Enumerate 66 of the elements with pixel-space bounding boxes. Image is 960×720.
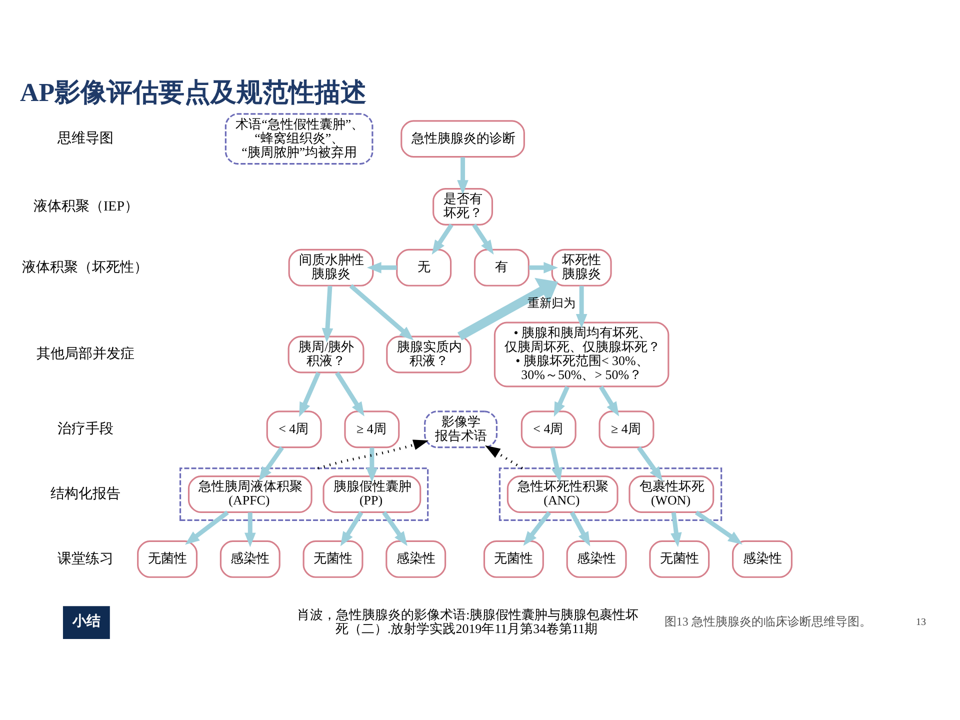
node-box: 感染性: [732, 540, 792, 578]
arrow: [185, 510, 229, 545]
arrow: [570, 511, 590, 546]
arrow: [523, 511, 552, 546]
node-box: 无: [396, 248, 452, 286]
arrow: [472, 224, 494, 255]
label: 治疗手段: [57, 422, 114, 438]
node-box: 无菌性: [302, 540, 364, 578]
arrow: [554, 386, 570, 417]
arrow: [349, 284, 414, 340]
arrow: [382, 511, 408, 546]
label: 其他局部并发症: [36, 347, 135, 362]
arrow: [457, 278, 558, 340]
arrow: [318, 440, 429, 470]
arrow: [457, 157, 468, 194]
node-box: 急性胰腺炎的诊断: [400, 120, 525, 158]
node-box: 无菌性: [137, 540, 198, 578]
arrow: [366, 448, 378, 482]
arrow: [432, 224, 454, 255]
node-box: 感染性: [386, 540, 446, 578]
node-box: 包裹性坏死 (WON): [628, 476, 714, 514]
node-box: 无菌性: [483, 540, 544, 578]
arrow: [636, 446, 663, 482]
arrow: [299, 372, 320, 417]
node-box: 间质水肿性胰腺炎: [288, 248, 374, 286]
node-box: < 4周: [266, 410, 322, 448]
label: 课堂练习: [57, 552, 114, 567]
label: 思维导图: [57, 132, 114, 147]
caption: 图13 急性胰腺炎的临床诊断思维导图。: [664, 614, 872, 629]
arrow: [340, 511, 364, 546]
arrow: [670, 512, 682, 548]
arrow: [528, 262, 558, 274]
label: 液体积聚（坏死性）: [22, 260, 148, 276]
node-box: 坏死性胰腺炎: [551, 248, 612, 286]
node-box: < 4周: [520, 410, 576, 448]
arrow: [322, 286, 334, 342]
arrow: [366, 262, 397, 274]
node-box: 术语“急性假性囊肿”、“蜂窝组织炎”、“胰周脓肿”均被弃用: [224, 113, 374, 165]
node-box: ≥ 4周: [344, 410, 400, 448]
label: 结构化报告: [50, 486, 120, 502]
node-box: 急性胰周液体积聚 (APFC): [188, 476, 312, 514]
node-box: 是否有坏死？: [432, 188, 494, 226]
node-box: 有: [474, 248, 530, 286]
node-box: 无菌性: [649, 540, 710, 578]
arrow: [550, 447, 563, 482]
arrow: [335, 372, 364, 416]
node-box: 感染性: [220, 540, 280, 578]
node-box: 影像学报告术语: [424, 410, 498, 448]
label: 肖波，急性胰腺炎的影像术语:胰腺假性囊肿与胰腺包裹性坏死（二）.放射学实践2019年11月第34卷第11期: [297, 606, 639, 636]
arrow: [485, 445, 523, 470]
arrow: [244, 512, 256, 548]
node-box: 胰腺实质内积液？: [386, 336, 472, 374]
edge-label: 重新归为: [528, 296, 576, 310]
arrow: [576, 286, 588, 328]
node-box: 胰腺假性囊肿 (PP): [322, 476, 422, 514]
node-box: ≥ 4周: [598, 410, 654, 448]
node-box: 急性坏死性积聚 (ANC): [506, 476, 618, 514]
label: 液体积聚（IEP）: [34, 199, 138, 214]
diagram-title: AP影像评估要点及规范性描述: [20, 78, 367, 107]
label: 13: [916, 617, 926, 628]
arrow: [598, 386, 620, 416]
node-box: 感染性: [566, 540, 627, 578]
node-box: • 胰腺和胰周均有坏死、仅胰周坏死、仅胰腺坏死？ • 胰腺坏死范围< 30%、30%～50%、> 50%？: [494, 322, 670, 388]
arrow: [258, 446, 284, 482]
label: 小结: [72, 614, 100, 630]
node-box: 胰周/胰外积液？: [288, 336, 364, 374]
